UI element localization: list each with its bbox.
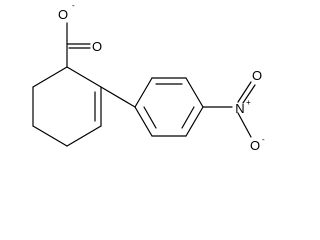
carboxylate-oxygen-charge: - <box>72 1 75 10</box>
aryl-connector-bond <box>100 86 136 108</box>
ring-bond <box>66 66 102 88</box>
ring-bond <box>66 125 102 147</box>
cyclohexene-ring <box>32 66 102 147</box>
nitro-nitrogen-label: N <box>235 101 244 116</box>
benzene-bond <box>134 77 153 108</box>
benzene-double-bond-inner <box>181 106 195 129</box>
nitro-oxygen-label: O <box>252 68 262 83</box>
nitrogen-oxygen-single-bond <box>237 112 252 138</box>
benzene-ring <box>134 77 204 137</box>
benzene-bond <box>185 106 204 137</box>
benzene-bond <box>134 106 153 137</box>
nitro-group: N + O - O <box>202 68 265 153</box>
nitrogen-oxygen-double-bond-inner <box>242 84 256 104</box>
carboxylate-oxygen-label: O <box>58 7 68 22</box>
nitro-nitrogen-charge: + <box>246 98 251 107</box>
nitrogen-oxygen-double-bond <box>237 81 252 103</box>
chemical-structure-diagram: O - O N + O - O <box>32 1 265 153</box>
benzene-double-bond-inner <box>143 106 157 129</box>
nitro-oxygen-minus-charge: - <box>262 135 265 144</box>
nitro-oxygen-minus-label: O <box>250 138 260 153</box>
carboxylate-group: O - O <box>58 1 102 68</box>
benzene-bond <box>185 77 204 108</box>
carbonyl-oxygen-label: O <box>92 39 102 54</box>
ring-bond <box>32 125 68 147</box>
ring-bond <box>32 66 68 88</box>
